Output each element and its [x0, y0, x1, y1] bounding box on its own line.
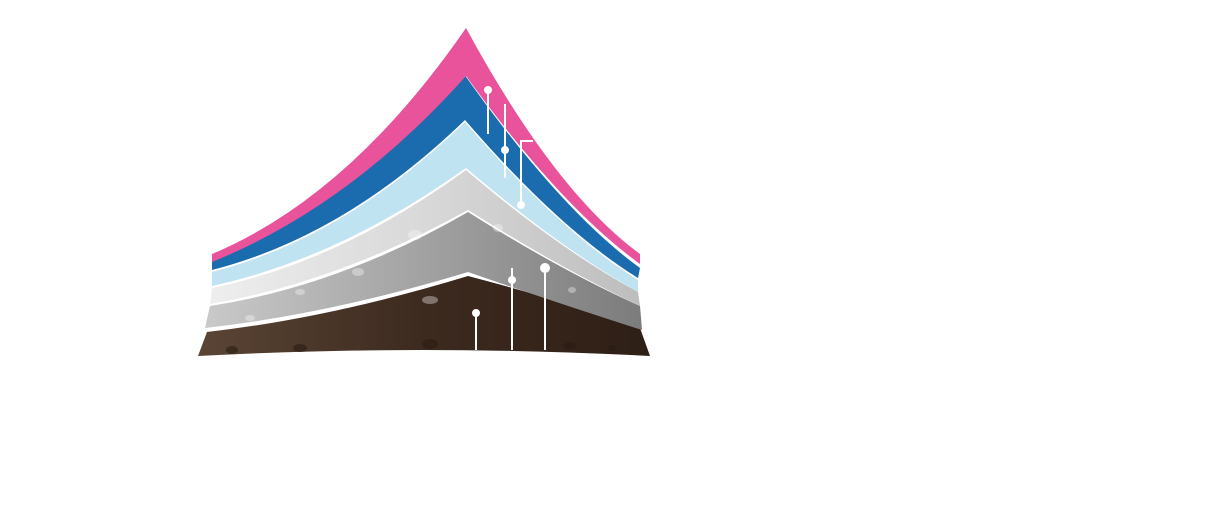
brown-base-layer	[198, 276, 650, 356]
leader-line-6	[540, 263, 550, 350]
leader-line-4	[472, 309, 480, 350]
light-blue-layer	[212, 122, 638, 292]
blue-layer	[212, 74, 640, 278]
leader-line-1	[484, 86, 492, 134]
gray-layer	[205, 212, 642, 330]
light-gray-layer	[210, 170, 640, 306]
leader-lines	[472, 86, 550, 350]
texture-dark-pebbles	[226, 339, 617, 354]
leader-line-2	[501, 104, 509, 178]
leader-line-3	[517, 140, 533, 209]
leader-line-5	[508, 268, 516, 350]
texture-pebbles	[245, 224, 576, 321]
pink-layer	[212, 28, 640, 264]
